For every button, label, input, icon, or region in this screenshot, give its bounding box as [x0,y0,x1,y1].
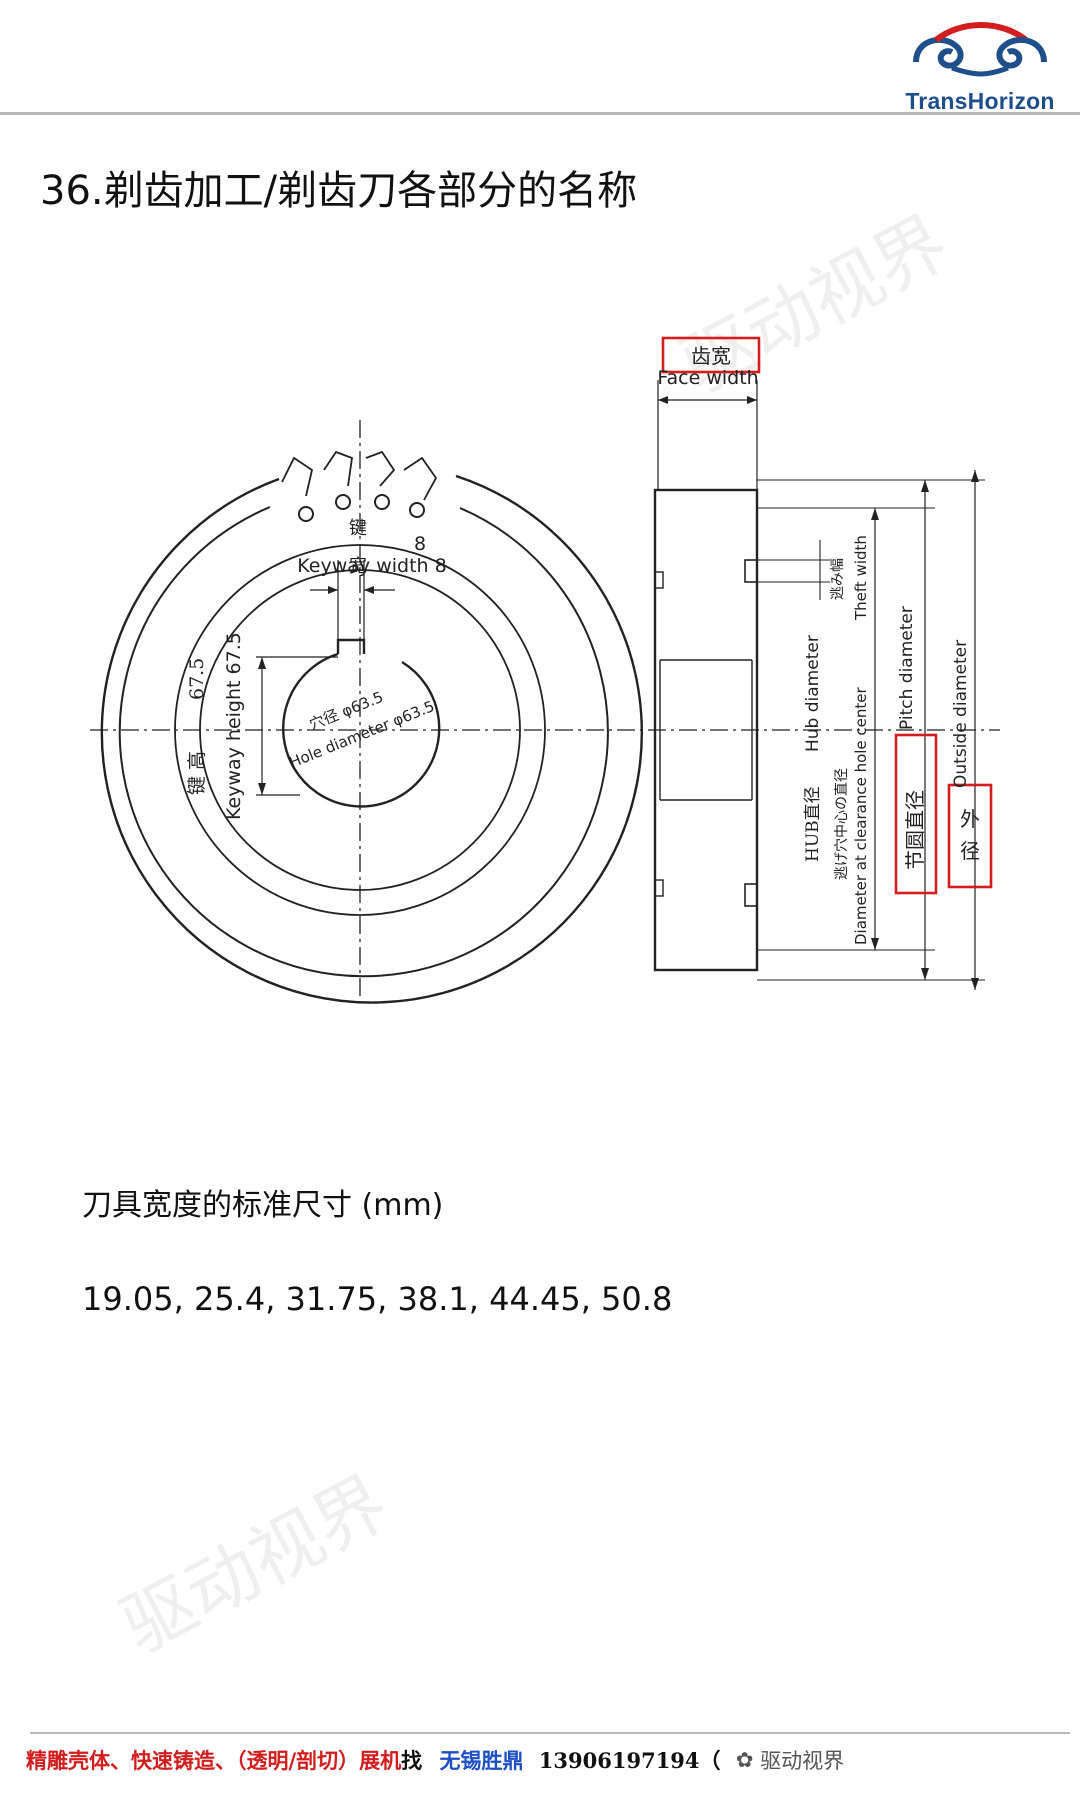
outside-diameter-cn-label: 径 [960,839,980,863]
keyway-width-cn-label: 键 [349,518,367,539]
theft-width-en-label: Theft width [852,535,870,621]
standard-width-values: 19.05, 25.4, 31.75, 38.1, 44.45, 50.8 [82,1280,673,1318]
logo-swirl-icon [913,22,1047,77]
footer-company: 无锡胜鼎 [439,1748,524,1773]
hub-diameter-en-label: Hub diameter [803,635,823,752]
page-title: 36.剃齿加工/剃齿刀各部分的名称 [40,168,638,214]
shaving-cutter-diagram: 齿宽 Face width 键 宽 8 Keyway width 8 键 高 6… [90,336,1000,1004]
footer-divider [30,1732,1070,1734]
logo-text: TransHorizon [905,88,1055,114]
footer-find: 找 [401,1748,423,1773]
keyway-height-en-label: Keyway height 67.5 [223,632,245,820]
standard-width-heading: 刀具宽度的标准尺寸 (mm) [82,1188,444,1223]
transhorizon-logo: TransHorizon [900,18,1060,114]
pitch-diameter-en-label: Pitch diameter [897,606,917,730]
face-width-cn-label: 齿宽 [691,344,731,368]
footer-banner: 精雕壳体、快速铸造、（透明/剖切）展机找 无锡胜鼎 13906197194（ ✿… [26,1745,1076,1785]
keyway-height-cn-label: 键 高 [186,751,208,795]
wechat-account: ✿ 驱动视界 [736,1745,844,1775]
outside-diameter-cn-label: 外 [960,807,980,831]
keyway-width-cn-label: 宽 [349,556,367,577]
wechat-account-name: 驱动视界 [760,1749,845,1773]
footer-services: 精雕壳体、快速铸造、（透明/剖切）展机 [26,1748,402,1773]
keyway-width-value: 8 [414,533,426,555]
keyway-width-en-label: Keyway width 8 [297,555,446,577]
theft-width-cn-label: 逃み幅 [830,558,846,600]
keyway-height-value: 67.5 [186,658,208,700]
footer-phone: 13906197194（ [538,1748,721,1773]
hub-diameter-cn-label: HUB直径 [803,786,823,862]
header-divider [0,112,1080,115]
wechat-icon: ✿ [735,1748,754,1772]
clearance-hole-en-label: Diameter at clearance hole center [852,686,870,945]
watermark: 驱动视界 [107,1459,402,1670]
clearance-hole-cn-label: 逃げ穴中心の直径 [833,768,850,880]
face-width-en-label: Face width [657,367,758,389]
outside-diameter-en-label: Outside diameter [951,640,971,788]
pitch-diameter-cn-label: 节圆直径 [903,790,927,870]
